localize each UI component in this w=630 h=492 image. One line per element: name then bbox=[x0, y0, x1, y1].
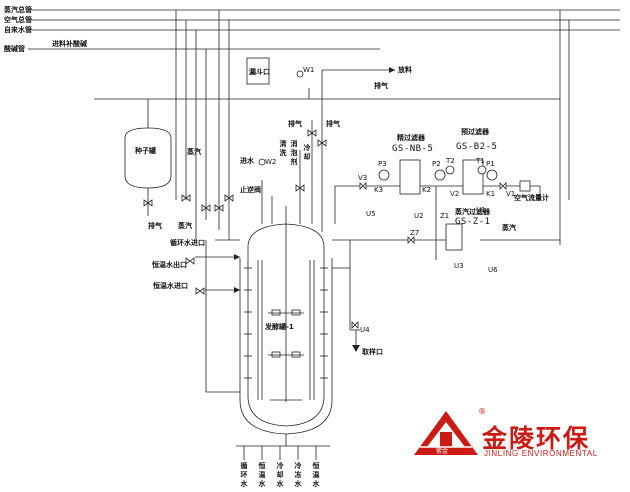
steam-label-3: 蒸汽 bbox=[502, 224, 516, 232]
clean-vlabel: 清洗 bbox=[279, 140, 287, 157]
exhaust-label-1: 排气 bbox=[374, 82, 388, 90]
air-flow-label: 空气流量计 bbox=[514, 194, 549, 202]
tag-k3: K3 bbox=[374, 186, 384, 194]
tag-w1: W1 bbox=[303, 66, 315, 74]
steam-filter-model: GS-Z-1 bbox=[455, 217, 491, 227]
tag-u4: U4 bbox=[360, 326, 370, 334]
tag-u2: U2 bbox=[414, 212, 424, 220]
tag-k2: K2 bbox=[422, 186, 432, 194]
steam-label-2: 蒸汽 bbox=[178, 222, 192, 230]
water-header-label: 自来水管 bbox=[4, 26, 32, 34]
steam-header-label: 蒸汽总管 bbox=[4, 6, 32, 14]
tag-u3: U3 bbox=[454, 262, 464, 270]
tag-p3: P3 bbox=[378, 160, 387, 168]
gauge-p1 bbox=[486, 169, 498, 181]
tag-u5: U5 bbox=[366, 210, 376, 218]
exhaust-label-4: 排气 bbox=[148, 222, 162, 230]
tag-u6: U6 bbox=[488, 266, 498, 274]
temp-water-out-label: 恒温水出口 bbox=[152, 261, 187, 269]
sampling-label: 取样口 bbox=[362, 348, 383, 356]
gauge-t2 bbox=[445, 165, 455, 175]
bottom-vlabel-4: 冷冻水 bbox=[294, 462, 302, 488]
steam-filter-title: 蒸汽过滤器 bbox=[455, 208, 490, 216]
air-header-label: 空气总管 bbox=[4, 16, 32, 24]
disinfect-vlabel: 消泡剂 bbox=[290, 140, 298, 166]
gauge-p2 bbox=[434, 169, 446, 181]
tag-p1: P1 bbox=[486, 160, 495, 168]
tag-z1: Z1 bbox=[440, 212, 450, 220]
company-emblem bbox=[414, 411, 478, 455]
tag-z7: Z7 bbox=[410, 229, 420, 237]
seed-tank-label: 种子罐 bbox=[135, 147, 156, 155]
seed-tank bbox=[124, 127, 172, 189]
fermenter-label: 发酵罐-1 bbox=[265, 323, 294, 331]
terminal-filter-model: GS-NB-5 bbox=[392, 144, 434, 154]
bottom-vlabel-1: 循环水 bbox=[240, 462, 248, 488]
terminal-filter bbox=[399, 159, 421, 195]
emblem-text: 紫金 bbox=[436, 448, 449, 455]
tag-k1: K1 bbox=[486, 190, 496, 198]
bottom-vlabel-3: 冷却水 bbox=[276, 462, 284, 488]
tag-t2: T2 bbox=[446, 157, 455, 165]
company-name-cn: 金陵环保 bbox=[482, 424, 591, 453]
tag-u1: U1 bbox=[476, 206, 486, 214]
tag-v1: V1 bbox=[506, 190, 516, 198]
feed-line-label: 进料补酸碱 bbox=[52, 40, 87, 48]
gauge-p3 bbox=[378, 169, 390, 181]
stop-valve-label: 止逆阀 bbox=[240, 186, 261, 194]
tag-v3: V3 bbox=[358, 174, 368, 182]
pre-filter-title: 预过滤器 bbox=[461, 128, 489, 136]
waste-header-label: 酸碱管 bbox=[4, 45, 25, 53]
fermenter-vessel bbox=[247, 223, 325, 427]
tag-v2: V2 bbox=[450, 190, 460, 198]
tag-w2: W2 bbox=[265, 158, 277, 166]
discharge-label: 放料 bbox=[398, 66, 412, 74]
circ-water-in-label: 循环水进口 bbox=[170, 239, 205, 247]
tag-p2: P2 bbox=[432, 160, 441, 168]
inlet-water-label: 进水 bbox=[240, 157, 254, 165]
pre-filter-model: GS-B2-5 bbox=[456, 142, 498, 152]
gauge-t1 bbox=[477, 165, 487, 175]
registered-mark: ® bbox=[478, 407, 486, 416]
cool-vlabel: 冷却 bbox=[303, 144, 311, 161]
funnel-label: 漏斗口 bbox=[249, 68, 270, 76]
tag-t1: T1 bbox=[476, 157, 485, 165]
terminal-filter-title: 精过滤器 bbox=[397, 134, 425, 142]
steam-filter bbox=[445, 223, 463, 251]
bottom-vlabel-2: 恒温水 bbox=[258, 462, 266, 488]
exhaust-label-2: 排气 bbox=[288, 120, 302, 128]
exhaust-label-3: 排气 bbox=[326, 120, 340, 128]
temp-water-in-label: 恒温水进口 bbox=[153, 282, 188, 290]
steam-label-1: 蒸汽 bbox=[187, 148, 201, 156]
company-name-en: JINLING ENVIRONMENTAL bbox=[484, 449, 598, 458]
bottom-vlabel-5: 恒温水 bbox=[312, 462, 320, 488]
pre-filter bbox=[462, 159, 484, 195]
